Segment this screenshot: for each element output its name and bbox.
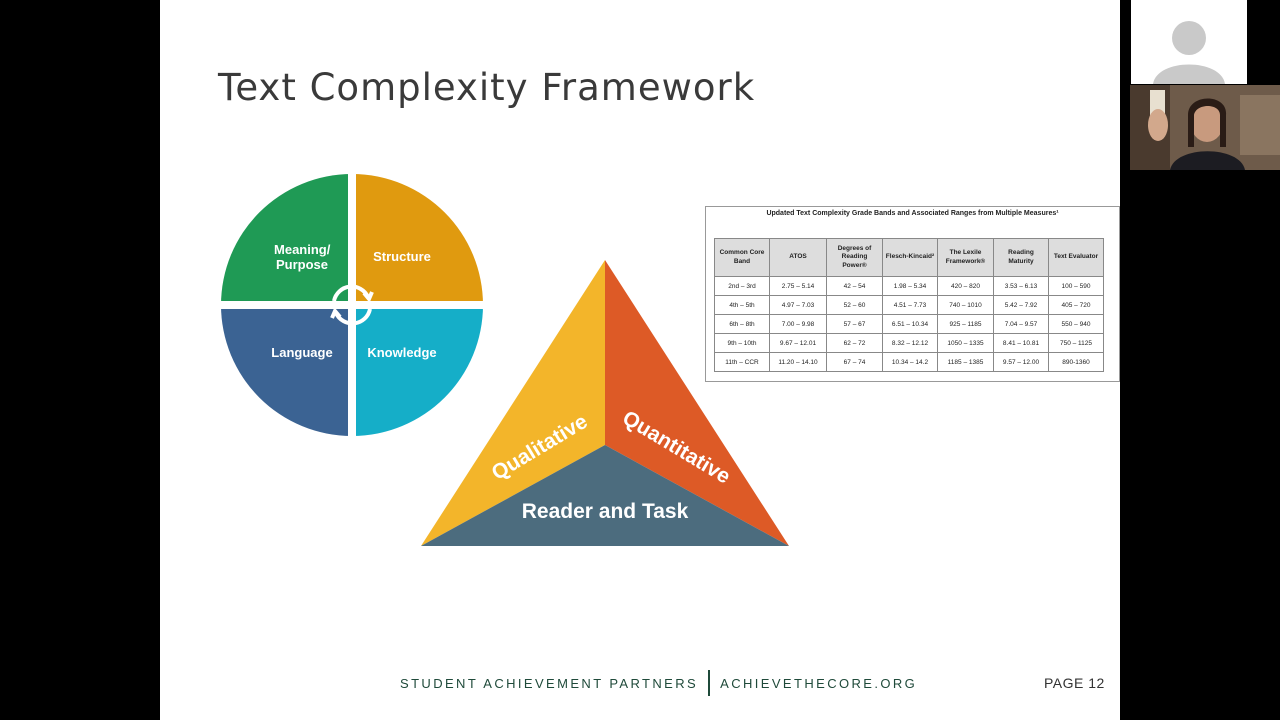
label-meaning-2: Purpose [276,257,328,272]
column-header: Common Core Band [715,239,770,277]
grade-band-table: Updated Text Complexity Grade Bands and … [705,206,1120,382]
footer-divider [708,670,710,696]
slide-footer: STUDENT ACHIEVEMENT PARTNERS ACHIEVETHEC… [400,668,917,698]
quadrant-meaning [221,174,352,305]
avatar-placeholder-icon [1131,0,1247,84]
column-header: The Lexile Framework® [938,239,994,277]
slide-title: Text Complexity Framework [218,66,755,109]
column-header: Reading Maturity [994,239,1049,277]
page-number: PAGE 12 [1044,675,1105,691]
svg-text:Meaning/ Purpose: Meaning/ Purpose [274,242,334,272]
participant-video-tile[interactable] [1130,85,1280,170]
presentation-slide: Text Complexity Framework Meaning/ Purpo… [160,0,1120,720]
table-title: Updated Text Complexity Grade Bands and … [706,210,1119,217]
label-language: Language [271,345,332,360]
footer-org: STUDENT ACHIEVEMENT PARTNERS [400,676,698,691]
quadrant-language [221,305,352,436]
label-reader-task: Reader and Task [522,500,689,523]
label-meaning-1: Meaning/ [274,242,331,257]
participant-tile[interactable] [1131,0,1247,84]
webcam-feed [1130,85,1280,170]
column-header: Flesch-Kincaid² [883,239,938,277]
column-header: Degrees of Reading Power® [827,239,883,277]
footer-site: ACHIEVETHECORE.ORG [720,676,917,691]
measures-table: Common Core Band ATOS Degrees of Reading… [714,238,1104,372]
column-header: ATOS [770,239,827,277]
column-header: Text Evaluator [1049,239,1104,277]
